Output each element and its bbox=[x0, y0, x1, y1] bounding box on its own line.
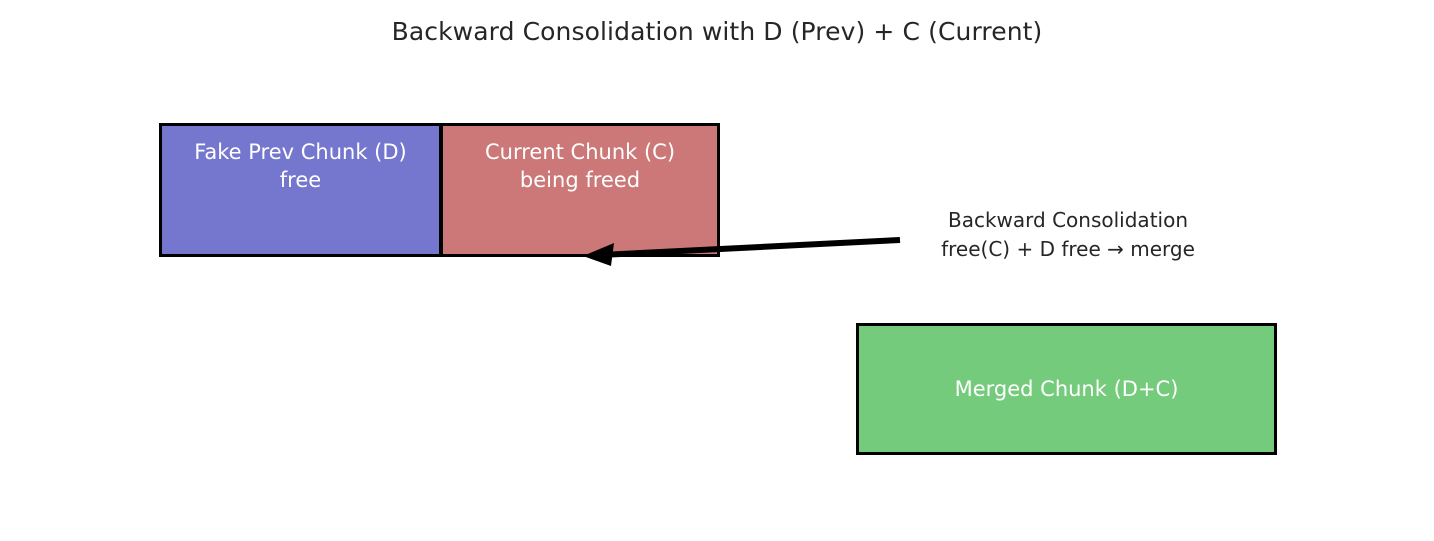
block-fake-prev-chunk-label: Fake Prev Chunk (D) free bbox=[194, 140, 407, 192]
block-fake-prev-chunk[interactable]: Fake Prev Chunk (D) free bbox=[159, 123, 441, 257]
page-title: Backward Consolidation with D (Prev) + C… bbox=[391, 17, 1043, 46]
block-current-chunk-label: Current Chunk (C) being freed bbox=[484, 140, 676, 192]
block-merged-chunk[interactable]: Merged Chunk (D+C) bbox=[856, 323, 1277, 455]
annotation-backward-consolidation: Backward Consolidation free(C) + D free … bbox=[941, 208, 1195, 261]
block-merged-chunk-label: Merged Chunk (D+C) bbox=[954, 377, 1179, 401]
block-current-chunk[interactable]: Current Chunk (C) being freed bbox=[441, 123, 720, 257]
